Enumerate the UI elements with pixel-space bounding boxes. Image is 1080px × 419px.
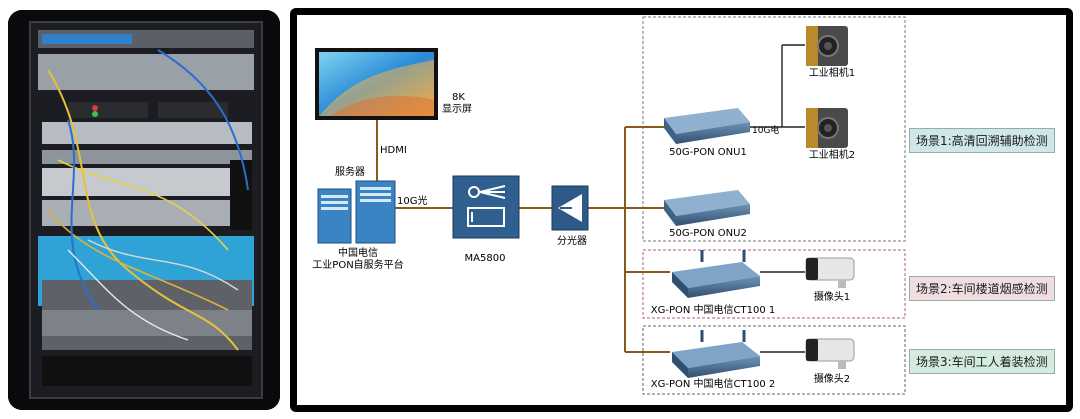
- ct100-1-icon: [672, 250, 760, 298]
- scene3-label: 场景3:车间工人着装检测: [909, 349, 1055, 374]
- server-caption-line2: 工业PON自服务平台: [312, 259, 404, 271]
- splitter-icon: [551, 185, 589, 231]
- industrial-camera2-icon: [806, 108, 848, 148]
- rack-illustration: [8, 10, 280, 410]
- server-caption-line1: 中国电信: [337, 248, 378, 259]
- camera2-label: 摄像头2: [813, 374, 851, 385]
- industrial-camera1-icon: [806, 26, 848, 66]
- onu2-label: 50G-PON ONU2: [669, 228, 747, 239]
- camera2-icon: [805, 338, 855, 369]
- industrial-camera1-label: 工业相机1: [808, 68, 856, 79]
- olt-icon: [452, 175, 520, 239]
- display-label: 8K 显示屏: [442, 92, 472, 115]
- display-label-line2: 显示屏: [442, 103, 472, 115]
- scene3-boundary: [642, 325, 906, 395]
- link-10g-electric-label: 10G电: [752, 126, 780, 136]
- display-label-line1: 8K: [452, 92, 465, 103]
- link-10g-optical-label: 10G光: [397, 196, 428, 207]
- ethernet-links: [748, 44, 805, 353]
- display-icon: [315, 48, 438, 120]
- scene2-label: 场景2:车间楼道烟感检测: [909, 276, 1055, 301]
- scene1-boundary: [642, 16, 906, 242]
- equipment-rack-photo: [8, 10, 280, 410]
- scene2-boundary: [642, 249, 906, 319]
- industrial-camera2-label: 工业相机2: [808, 150, 856, 161]
- ct100-2-icon: [672, 330, 760, 378]
- hdmi-label: HDMI: [380, 145, 407, 156]
- olt-label: MA5800: [464, 253, 506, 264]
- server-icon: [317, 180, 396, 244]
- camera1-icon: [805, 257, 855, 288]
- onu2-icon: [664, 190, 750, 226]
- links: [376, 120, 670, 353]
- onu1-icon: [664, 108, 750, 144]
- splitter-label: 分光器: [557, 236, 587, 247]
- server-title: 服务器: [335, 167, 365, 178]
- scene1-label: 场景1:高清回溯辅助检测: [909, 128, 1055, 153]
- server-caption: 中国电信 工业PON自服务平台: [312, 248, 403, 271]
- camera1-label: 摄像头1: [813, 292, 851, 303]
- ct100-2-label: XG-PON 中国电信CT100 2: [650, 379, 776, 390]
- ct100-1-label: XG-PON 中国电信CT100 1: [650, 305, 776, 316]
- onu1-label: 50G-PON ONU1: [669, 147, 747, 158]
